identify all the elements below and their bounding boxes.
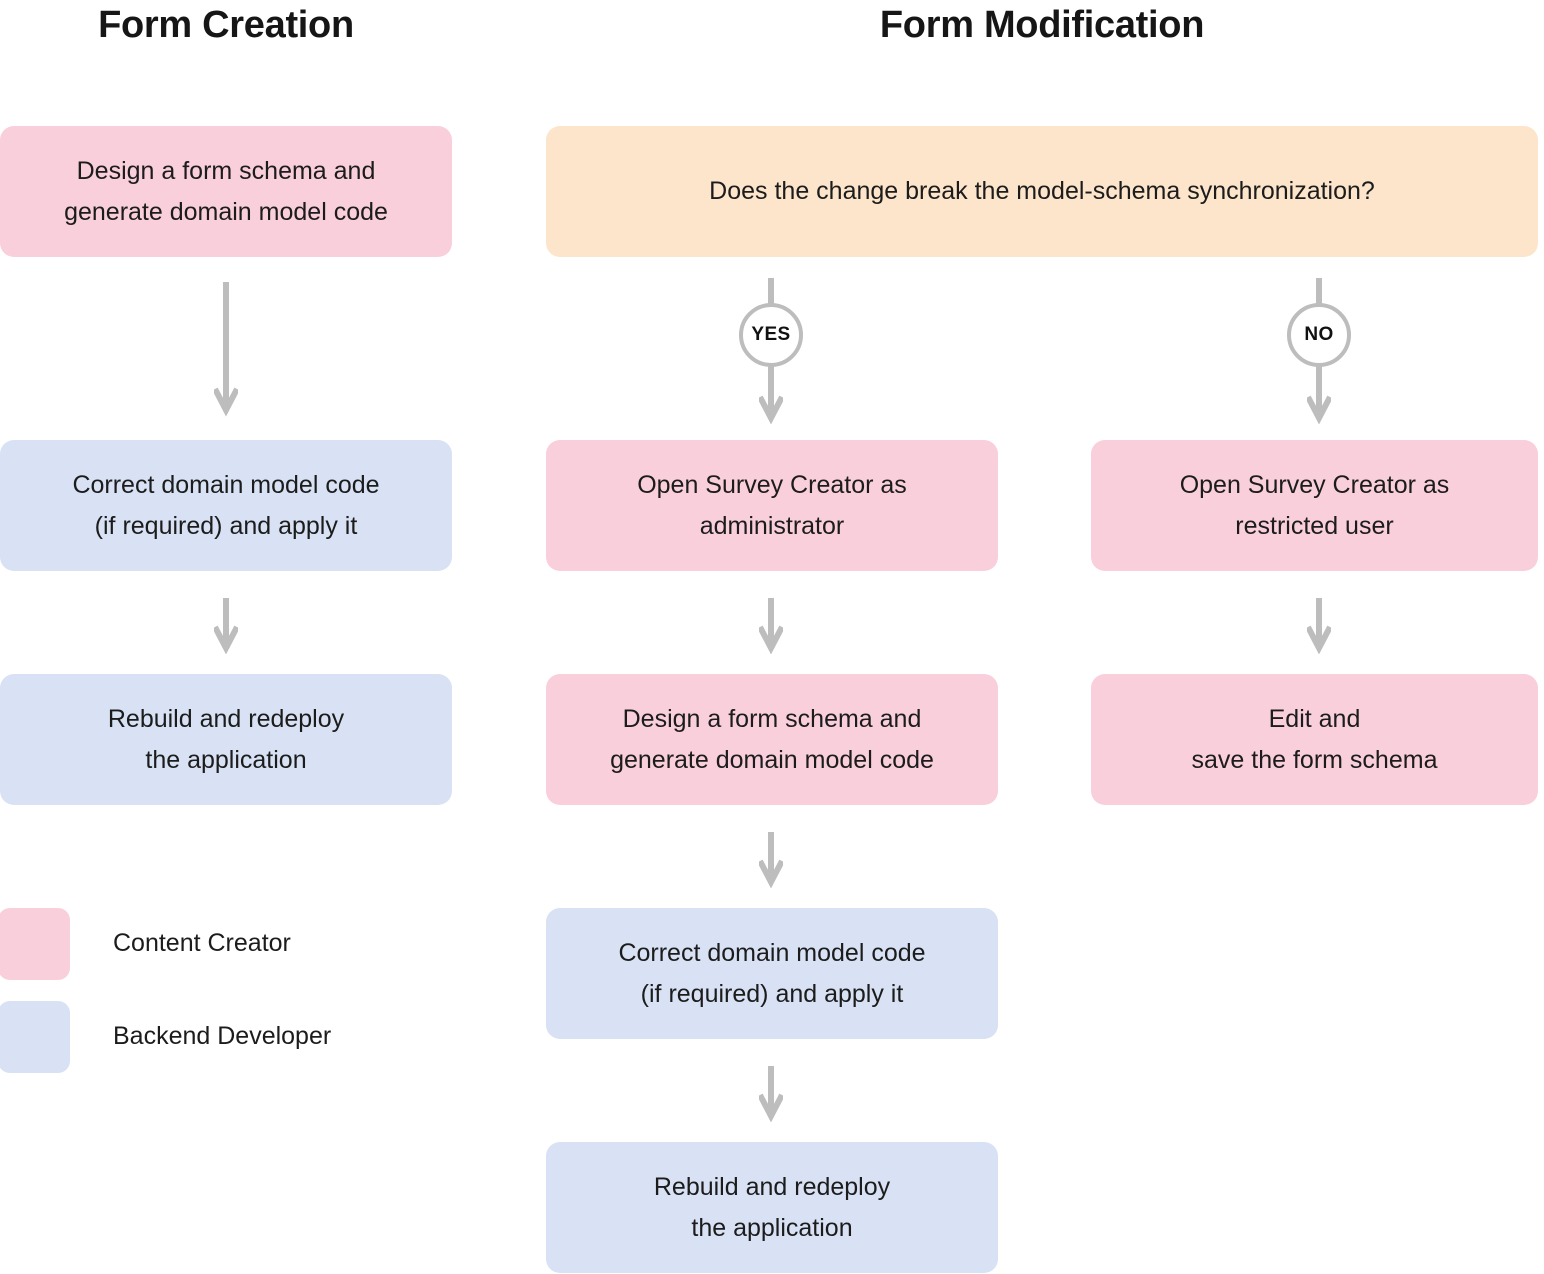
arrow-correct-model-to-rebuild: [759, 1066, 783, 1122]
arrow-design-to-correct-model: [759, 832, 783, 888]
arrow-question-to-yes-stub: [759, 278, 783, 304]
legend-label-content-creator: Content Creator: [113, 929, 291, 957]
node-modification-question: Does the change break the model-schema s…: [546, 126, 1538, 257]
decision-no-label: NO: [1304, 324, 1334, 345]
node-open-survey-creator-administrator: Open Survey Creator as administrator: [546, 440, 998, 571]
decision-circle-no: NO: [1287, 303, 1351, 367]
legend-label-backend-developer: Backend Developer: [113, 1022, 332, 1050]
legend-swatch-backend-developer: [0, 1001, 70, 1073]
arrow-open-restricted-to-edit-save: [1307, 598, 1331, 654]
arrow-creation-correct-to-rebuild: [214, 598, 238, 654]
node-creation-correct-model-code: Correct domain model code (if required) …: [0, 440, 452, 571]
node-creation-design-schema: Design a form schema and generate domain…: [0, 126, 452, 257]
arrow-open-admin-to-design: [759, 598, 783, 654]
node-modification-design-schema: Design a form schema and generate domain…: [546, 674, 998, 805]
decision-circle-yes: YES: [739, 303, 803, 367]
node-creation-rebuild-redeploy: Rebuild and redeploy the application: [0, 674, 452, 805]
decision-yes-label: YES: [751, 324, 791, 345]
node-open-survey-creator-restricted: Open Survey Creator as restricted user: [1091, 440, 1538, 571]
legend-swatch-content-creator: [0, 908, 70, 980]
arrow-no-to-open-restricted: [1307, 366, 1331, 424]
arrow-question-to-no-stub: [1307, 278, 1331, 304]
node-modification-rebuild-redeploy: Rebuild and redeploy the application: [546, 1142, 998, 1273]
column-title-form-modification: Form Modification: [879, 4, 1205, 46]
column-title-form-creation: Form Creation: [98, 4, 354, 46]
node-edit-save-form-schema: Edit and save the form schema: [1091, 674, 1538, 805]
node-modification-correct-model-code: Correct domain model code (if required) …: [546, 908, 998, 1039]
arrow-creation-design-to-correct: [214, 282, 238, 418]
arrow-yes-to-open-admin: [759, 366, 783, 424]
